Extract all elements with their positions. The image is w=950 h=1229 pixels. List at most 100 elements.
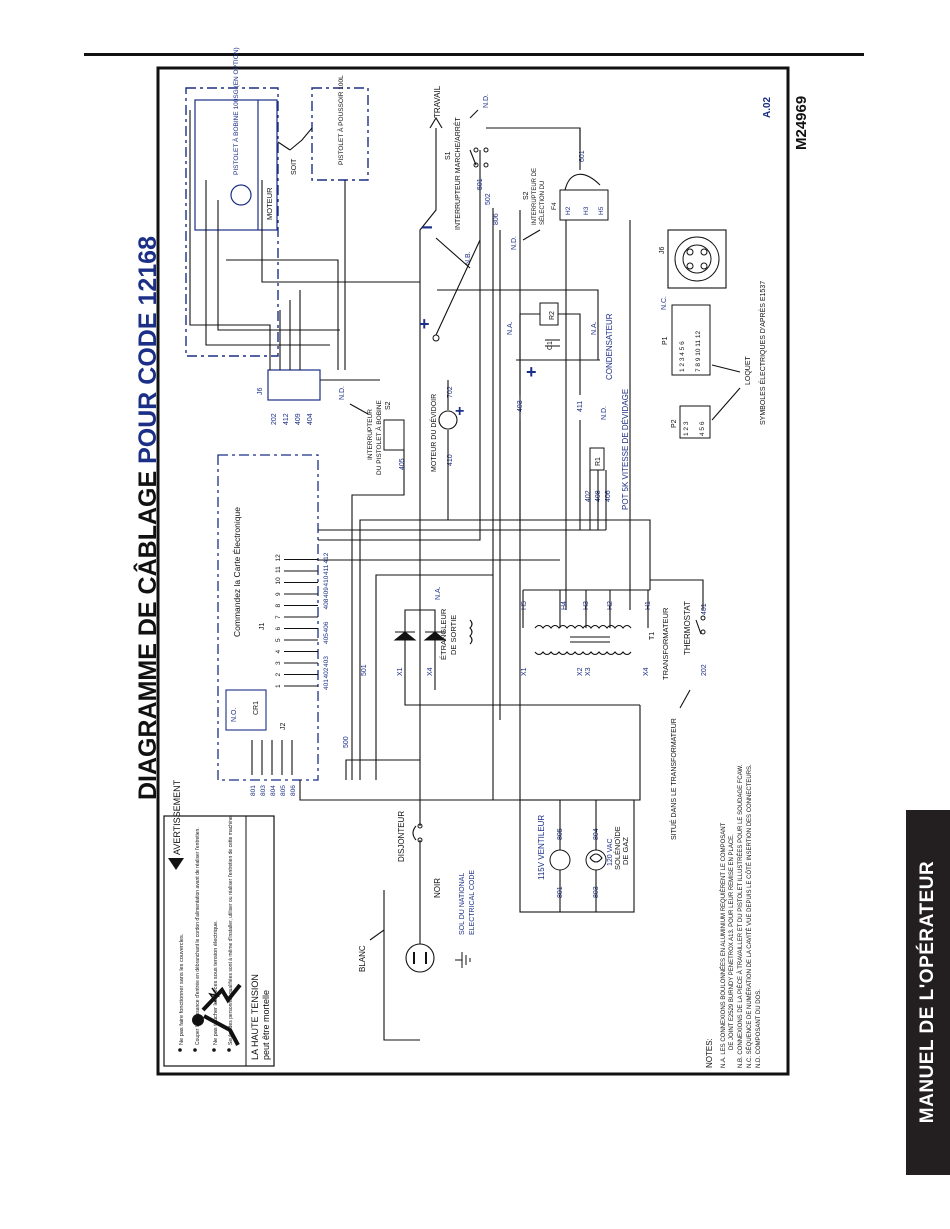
- j1-pin-number: 12: [275, 554, 282, 562]
- h5-label: H5: [521, 601, 528, 610]
- warning-bullet-1: Ne pas faire fonctionner sans les couver…: [179, 933, 185, 1045]
- spool-switch-nd: N.D.: [339, 386, 346, 400]
- wire-500-label: 500: [343, 736, 350, 748]
- warning-triangle-icon: [168, 858, 184, 870]
- gun-push-label: PISTOLET À POUSSOIR 100L: [336, 75, 345, 165]
- bullet-dot: [193, 1048, 197, 1052]
- diagram-title: DIAGRAMME DE CÂBLAGE POUR CODE 12168: [132, 236, 162, 800]
- thermostat-switch-icon: [695, 615, 706, 635]
- wire-409-label: 409: [295, 413, 302, 425]
- s2-selector-label-b: SÉLECTION DU: [539, 181, 546, 225]
- s2-label: S2: [523, 191, 530, 200]
- j1-pin-number: 10: [275, 577, 282, 585]
- x4-diode-label: X4: [427, 667, 434, 676]
- j1-pin-number: 8: [275, 604, 282, 608]
- bullet-dot: [212, 1048, 216, 1052]
- p1-row2: 7 8 9 10 11 12: [695, 331, 702, 372]
- plug-icon: [405, 943, 435, 973]
- j2-label: J2: [280, 723, 287, 731]
- r2-label: R2: [549, 311, 556, 320]
- j1-wire-number: 402: [323, 667, 330, 678]
- cr1-label: CR1: [253, 701, 260, 715]
- r1-potentiometer: [589, 447, 605, 471]
- gun-spool-label: PISTOLET À BOBINE 100SG (EN OPTION): [231, 47, 240, 175]
- wire-501-top: 501: [477, 178, 484, 190]
- choke-label-b: DE SORTIE: [449, 615, 458, 655]
- note-line-1: N.A. LES CONNEXIONS BOULONNÉES EN ALUMIN…: [720, 822, 727, 1068]
- note-line-5: N.D. COMPOSANT DU DOS.: [756, 989, 762, 1068]
- motor-label: MOTEUR: [265, 187, 274, 220]
- s1-switch-label: INTERRUPTEUR MARCHE/ARRÊT: [453, 116, 462, 230]
- wire-702-label: 702: [447, 386, 454, 398]
- ground-icon: [455, 952, 471, 968]
- in-transformer-label: SITUÉ DANS LE TRANSFORMATEUR: [669, 718, 678, 840]
- wire-412-label: 412: [283, 413, 290, 425]
- revision-label: A.02: [762, 96, 773, 118]
- j1-pin-number: 4: [275, 650, 282, 654]
- j1-pin-number: 5: [275, 638, 282, 642]
- control-board-outline: [217, 454, 319, 781]
- minus-terminal: −: [421, 217, 433, 239]
- p2-connector: [679, 405, 711, 439]
- s1-switch-symbol: [469, 147, 489, 168]
- diagram-border: [156, 66, 790, 1076]
- spool-switch-symbol: [383, 419, 405, 451]
- fan-solenoid-box: [519, 799, 635, 913]
- p1-row1: 1 2 3 4 5 6: [679, 341, 686, 372]
- j2-wire-number: 805: [280, 785, 287, 796]
- nc-label: N.C.: [661, 296, 668, 310]
- j6-connector: [267, 369, 321, 401]
- s1-label: S1: [445, 151, 452, 160]
- condensateur-label: CONDENSATEUR: [605, 313, 614, 380]
- j1-pin-number: 11: [275, 566, 282, 573]
- top-rule: [84, 53, 864, 56]
- tap-block: [559, 189, 609, 221]
- voltage-warning-line1: LA HAUTE TENSION: [250, 974, 260, 1060]
- symbols-label: SYMBOLES ÉLECTRIQUES D'APRÈS E1537: [758, 281, 767, 425]
- warning-bullet-3: Ne pas toucher les pièces sous tension é…: [213, 920, 219, 1045]
- spool-switch-label-a: INTERRUPTEUR: [367, 409, 374, 460]
- cr1-relay: [225, 689, 267, 731]
- j6-big-label: J6: [659, 247, 666, 255]
- warning-box: AVERTISSEMENT LA HAUTE TENSION peut être…: [163, 779, 275, 1067]
- choke-label-a: ÉTRANGLEUR: [439, 608, 448, 660]
- j1-wire-number: 412: [323, 552, 330, 563]
- bullet-dot: [178, 1048, 182, 1052]
- j2-wire-number: 803: [260, 785, 267, 796]
- p1-label: P1: [662, 336, 669, 345]
- motor-symbol-icon: [230, 184, 252, 206]
- note-line-2: DE JOINT E2529 BURNDY PENETROX A13. POUR…: [729, 834, 735, 1050]
- p2-label: P2: [671, 419, 678, 428]
- j1-wire-number: 409: [323, 587, 330, 598]
- j6-label: J6: [257, 388, 264, 396]
- j6-round-connector: [667, 229, 727, 289]
- voltage-warning-line2: peut être mortelle: [261, 990, 271, 1060]
- note-line-4: N.C. SÉQUENCE DE NUMÉRATION DE LA CAVITÉ…: [746, 764, 753, 1068]
- spool-switch-label-b: DU PISTOLET À BOBINE: [374, 399, 383, 475]
- wire-406-label: 406: [605, 490, 612, 502]
- transformer-t1: [534, 624, 632, 656]
- diode-na: N.A.: [435, 586, 442, 600]
- pcb-label: Commandez la Carte Électronique: [232, 507, 242, 637]
- j1-wire-number: 403: [323, 656, 330, 667]
- j1-label: J1: [259, 623, 266, 631]
- spool-s2-label: S2: [385, 401, 392, 410]
- j1-pin-number: 2: [275, 673, 282, 677]
- notes-block: NOTES: N.A. LES CONNEXIONS BOULONNÉES EN…: [705, 764, 762, 1068]
- j1-pin-number: 7: [275, 615, 282, 619]
- plus-feed-motor: +: [455, 403, 464, 420]
- f4-label: F4: [551, 202, 558, 210]
- solenoid-label-a: 120 VAC: [607, 839, 614, 867]
- j2-wire-number: 801: [250, 785, 257, 796]
- solenoid-label-c: DE GAZ: [621, 837, 630, 865]
- j1-wire-number: 401: [323, 679, 330, 690]
- nb-label: N.B.: [465, 251, 472, 265]
- side-tab: MANUEL DE L'OPÉRATEUR: [906, 810, 950, 1175]
- pot-label: POT 5K VITESSE DE DÉVIDAGE: [621, 389, 630, 510]
- wire-404-label: 404: [307, 413, 314, 425]
- x1-label: X1: [521, 667, 528, 676]
- soit-label: SOIT: [291, 158, 298, 175]
- wire-403-label: 403: [517, 400, 524, 412]
- p2-row2: 4 5 6: [699, 421, 706, 436]
